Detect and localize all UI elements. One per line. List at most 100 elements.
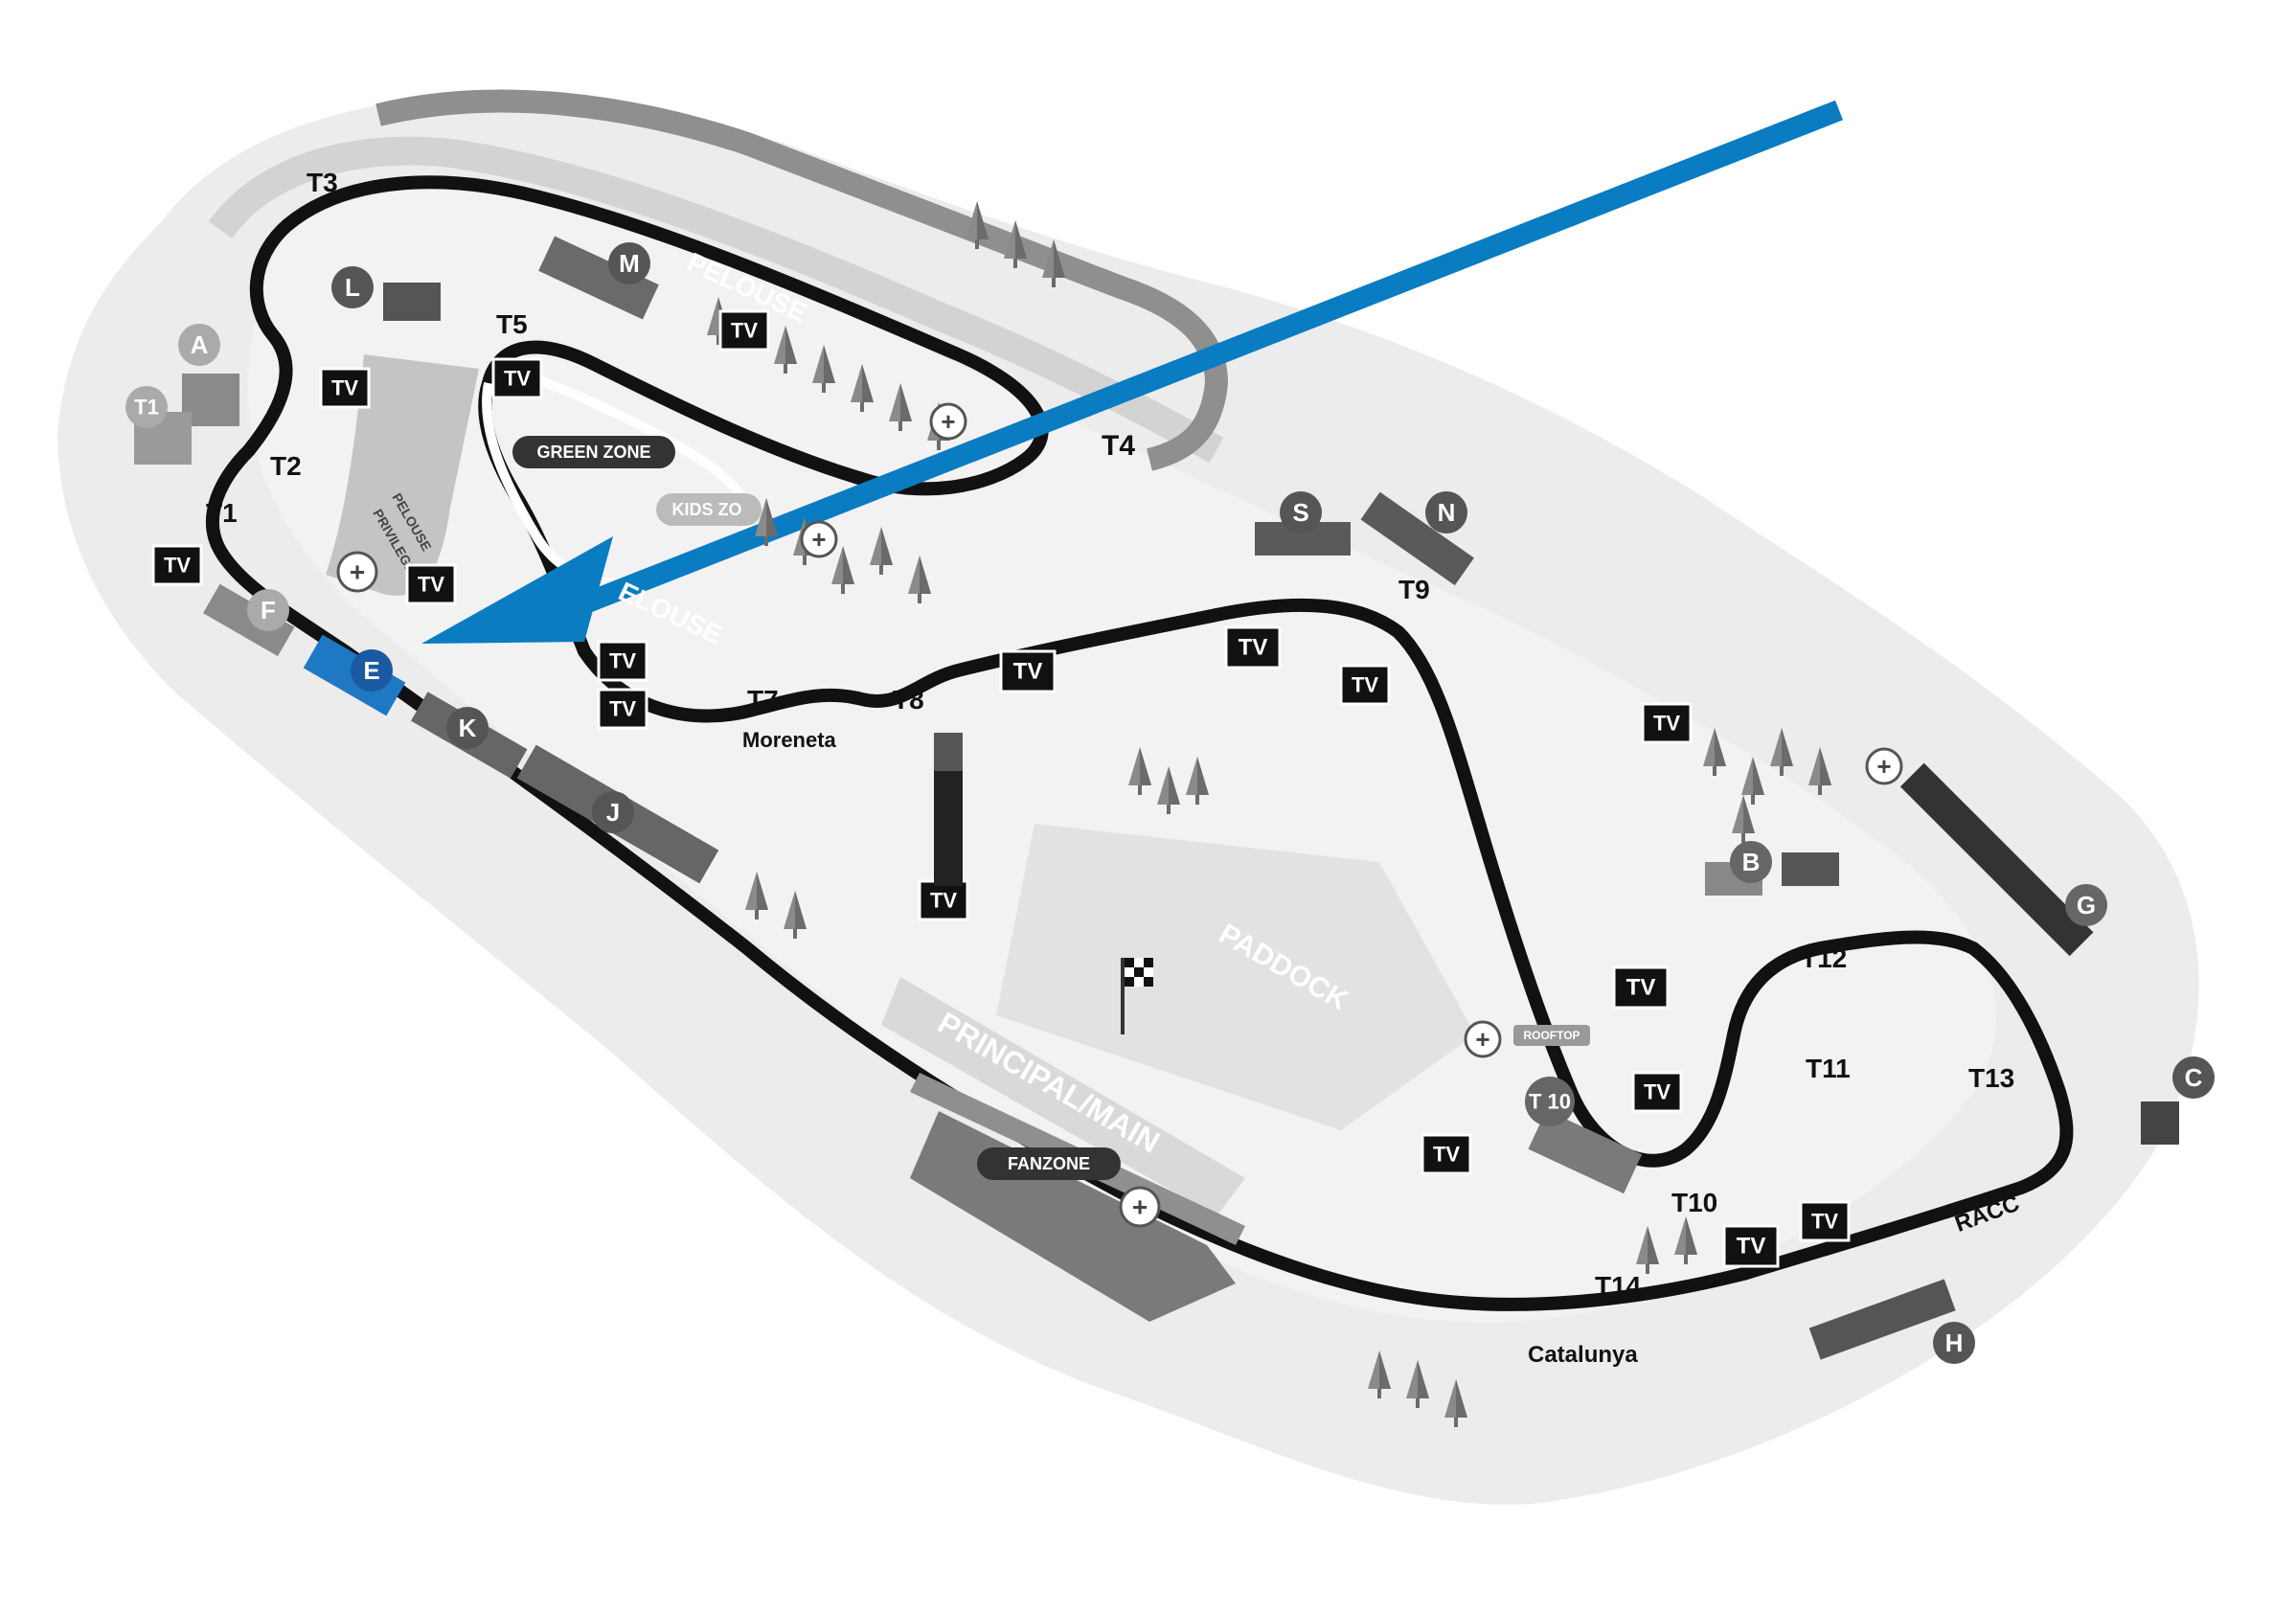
svg-text:N: N [1438,498,1456,527]
grandstand-badge-k[interactable]: K [446,707,489,749]
grandstand-badge-j[interactable]: J [592,791,634,833]
svg-text:C: C [2185,1063,2203,1092]
section-label-moreneta: Moreneta [742,728,837,752]
svg-text:TV: TV [609,649,636,673]
svg-text:ROOFTOP: ROOFTOP [1523,1029,1580,1042]
svg-text:H: H [1945,1328,1964,1357]
tv-screen-icon: TV [491,357,543,399]
svg-text:TV: TV [164,554,191,578]
tv-screen-icon: TV [1641,702,1693,744]
grandstand-badge-e[interactable]: E [351,649,393,692]
corner-label-t14: T14 [1595,1271,1642,1301]
first-aid-icon: + [1865,747,1903,785]
race-track [206,175,2074,1311]
grandstand-blocks [134,236,2179,1360]
corner-label-t12: T12 [1801,943,1847,973]
svg-text:FANZONE: FANZONE [1008,1154,1090,1173]
svg-text:G: G [2077,891,2096,920]
tv-screen-icon: TV [1612,965,1670,1010]
svg-text:TV: TV [609,697,636,721]
grandstand-badge-f[interactable]: F [247,589,289,631]
grandstand-badge-c[interactable]: C [2172,1056,2215,1099]
svg-text:S: S [1292,498,1308,527]
tv-screen-icon: TV [151,544,203,586]
section-label-catalunya: Catalunya [1528,1342,1638,1368]
direction-arrow-icon [532,100,1844,633]
t10-building-label: T 10 [1525,1077,1575,1126]
grandstand-badge-n[interactable]: N [1425,491,1467,534]
svg-text:J: J [606,798,620,827]
svg-text:B: B [1742,848,1761,876]
arrow-head [421,536,613,644]
green-zone-badge: GREEN ZONE [512,436,675,468]
svg-text:+: + [350,557,365,587]
tv-screens: TV TV TV TV TV TV TV TV TV TV TV TV TV T… [151,309,1851,1268]
corner-label-t13: T13 [1968,1063,2014,1093]
pelouse-privilege-area [326,354,479,596]
svg-text:+: + [941,407,955,436]
main-straight-band [881,977,1245,1216]
tv-screen-icon: TV [718,309,770,352]
svg-text:GREEN ZONE: GREEN ZONE [536,443,650,462]
grandstand-badge-s[interactable]: S [1280,491,1322,534]
tv-screen-icon: TV [1421,1133,1472,1175]
svg-text:M: M [619,249,640,278]
first-aid-icon: + [1464,1020,1502,1058]
svg-text:T1: T1 [134,396,159,420]
svg-text:TV: TV [1737,1234,1766,1260]
tv-screen-icon: TV [1224,625,1282,670]
svg-text:L: L [345,273,360,302]
t1-building-label: T1 [125,386,168,428]
kids-zone-badge: KIDS ZO [656,493,762,526]
svg-text:TV: TV [418,573,444,597]
tv-screen-icon: TV [319,367,371,409]
paddock-area [996,824,1475,1130]
outer-road [208,136,1224,464]
corner-label-t7: T7 [747,685,779,715]
first-aid-icons: + + + + + + [336,402,1903,1228]
corner-label-t11: T11 [1806,1054,1851,1083]
corner-label-t1: T1 [206,498,238,528]
first-aid-icon: + [929,402,967,441]
svg-text:K: K [459,714,477,742]
corner-labels: T1 T2 T3 T4 T5 T7 T8 T9 T10 T11 T12 T13 … [206,168,2014,1301]
first-aid-icon: + [1119,1186,1161,1228]
corner-label-t3: T3 [307,168,338,197]
svg-text:+: + [811,525,826,554]
svg-text:E: E [363,656,379,685]
corner-label-t9: T9 [1398,575,1430,604]
tv-screen-icon: TV [1799,1200,1851,1242]
corner-label-t4: T4 [1102,430,1135,462]
rooftop-badge: ROOFTOP [1513,1025,1590,1046]
tv-screen-icon: TV [1339,664,1391,706]
first-aid-icon: + [800,520,838,558]
tv-screen-icon: TV [918,879,969,921]
tv-screen-icon: TV [999,649,1057,693]
svg-text:F: F [261,596,276,624]
tv-screen-icon: TV [1722,1224,1780,1268]
svg-text:TV: TV [504,367,531,391]
svg-text:TV: TV [1433,1143,1460,1167]
checkered-flag-icon [1121,958,1153,1034]
grandstand-badge-g[interactable]: G [2065,884,2107,926]
grandstand-badge-h[interactable]: H [1933,1322,1975,1364]
svg-text:TV: TV [1644,1080,1671,1104]
svg-text:+: + [1475,1025,1489,1054]
grandstand-badge-b[interactable]: B [1730,841,1772,883]
fanzone-badge: FANZONE [977,1147,1121,1180]
grandstand-badge-a[interactable]: A [178,324,220,366]
tv-screen-icon: TV [1631,1071,1683,1113]
svg-text:TV: TV [1626,975,1656,1001]
grandstand-badge-l[interactable]: L [331,266,374,308]
corner-label-t8: T8 [893,685,924,715]
first-aid-icon: + [336,551,378,593]
outer-band-top [375,89,1229,471]
svg-text:TV: TV [1653,712,1680,736]
grandstand-badge-m[interactable]: M [608,242,650,284]
corner-label-t2: T2 [270,451,302,481]
svg-text:TV: TV [731,319,758,343]
svg-text:A: A [191,330,209,359]
svg-text:TV: TV [331,376,358,400]
tv-screen-icon: TV [405,563,457,605]
